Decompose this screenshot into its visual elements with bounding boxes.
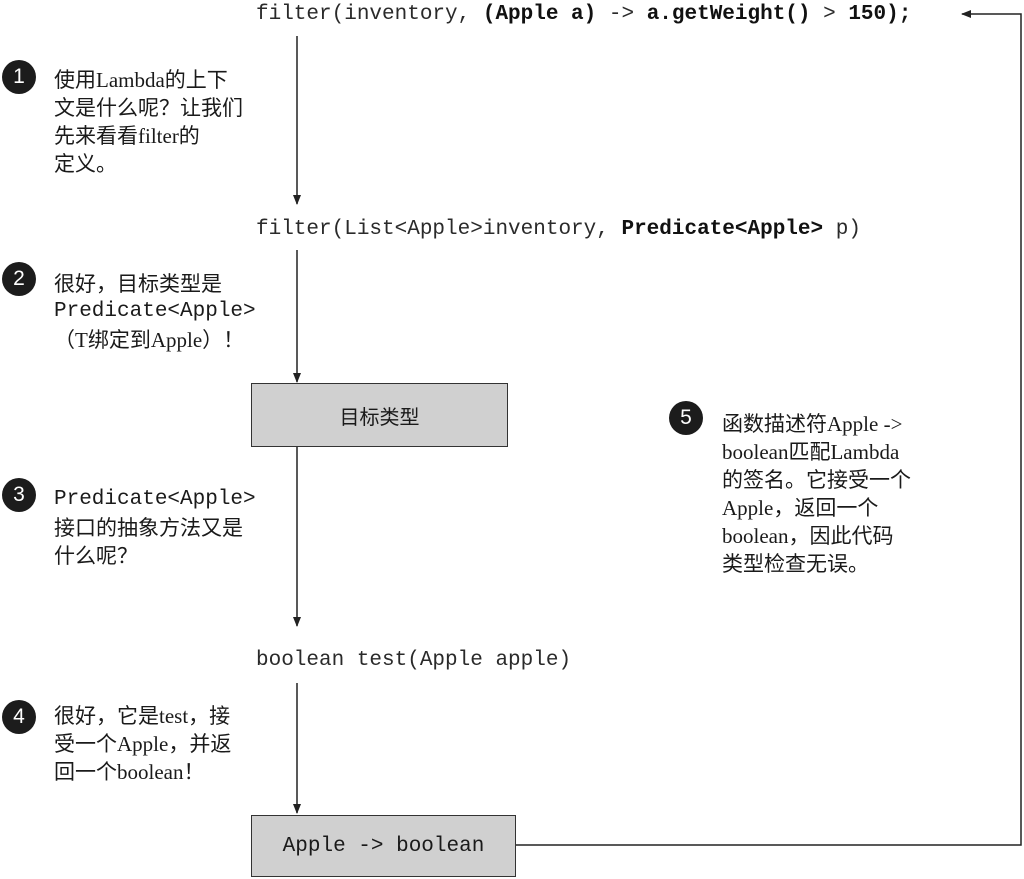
note-3-line: Predicate<Apple> bbox=[54, 488, 256, 511]
note-3: Predicate<Apple> 接口的抽象方法又是 什么呢？ bbox=[54, 486, 256, 570]
step-badge-4: 4 bbox=[2, 700, 36, 734]
note-5-line: boolean，因此代码 bbox=[722, 524, 894, 548]
note-4-line: 回一个boolean！ bbox=[54, 760, 205, 784]
note-5-line: 的签名。它接受一个 bbox=[722, 468, 911, 492]
note-3-line: 接口的抽象方法又是 bbox=[54, 516, 243, 540]
note-2-line: 很好，目标类型是 bbox=[54, 272, 222, 296]
note-4: 很好，它是test，接 受一个Apple，并返 回一个boolean！ bbox=[54, 702, 231, 786]
note-2: 很好，目标类型是 Predicate<Apple> （T绑定到Apple）！ bbox=[54, 270, 256, 354]
note-5: 函数描述符Apple -> boolean匹配Lambda 的签名。它接受一个 … bbox=[722, 410, 911, 578]
note-5-line: boolean匹配Lambda bbox=[722, 440, 900, 464]
note-1-line: 文是什么呢？让我们 bbox=[54, 96, 243, 120]
step-badge-5: 5 bbox=[669, 401, 703, 435]
target-type-label: 目标类型 bbox=[339, 406, 420, 429]
note-2-line: Predicate<Apple> bbox=[54, 300, 256, 323]
note-1-line: 使用Lambda的上下 bbox=[54, 68, 228, 92]
filter-signature-code: filter(List<Apple>inventory, Predicate<A… bbox=[256, 218, 861, 241]
step-badge-1: 1 bbox=[2, 60, 36, 94]
step-badge-3: 3 bbox=[2, 478, 36, 512]
note-2-line: （T绑定到Apple）！ bbox=[54, 328, 245, 352]
target-type-box: 目标类型 bbox=[251, 383, 508, 447]
lambda-call-code: filter(inventory, (Apple a) -> a.getWeig… bbox=[256, 3, 912, 26]
test-method-code: boolean test(Apple apple) bbox=[256, 649, 572, 672]
note-4-line: 很好，它是test，接 bbox=[54, 704, 231, 728]
signature-label: Apple -> boolean bbox=[282, 834, 485, 858]
note-5-line: Apple，返回一个 bbox=[722, 496, 879, 520]
note-1-line: 定义。 bbox=[54, 152, 117, 176]
arrow-feedback bbox=[516, 10, 1022, 846]
step-badge-2: 2 bbox=[2, 262, 36, 296]
note-5-line: 函数描述符Apple -> bbox=[722, 412, 903, 436]
note-4-line: 受一个Apple，并返 bbox=[54, 732, 232, 756]
note-5-line: 类型检查无误。 bbox=[722, 552, 869, 576]
signature-box: Apple -> boolean bbox=[251, 815, 516, 877]
note-1: 使用Lambda的上下 文是什么呢？让我们 先来看看filter的 定义。 bbox=[54, 66, 243, 178]
note-3-line: 什么呢？ bbox=[54, 544, 138, 568]
note-1-line: 先来看看filter的 bbox=[54, 124, 200, 148]
